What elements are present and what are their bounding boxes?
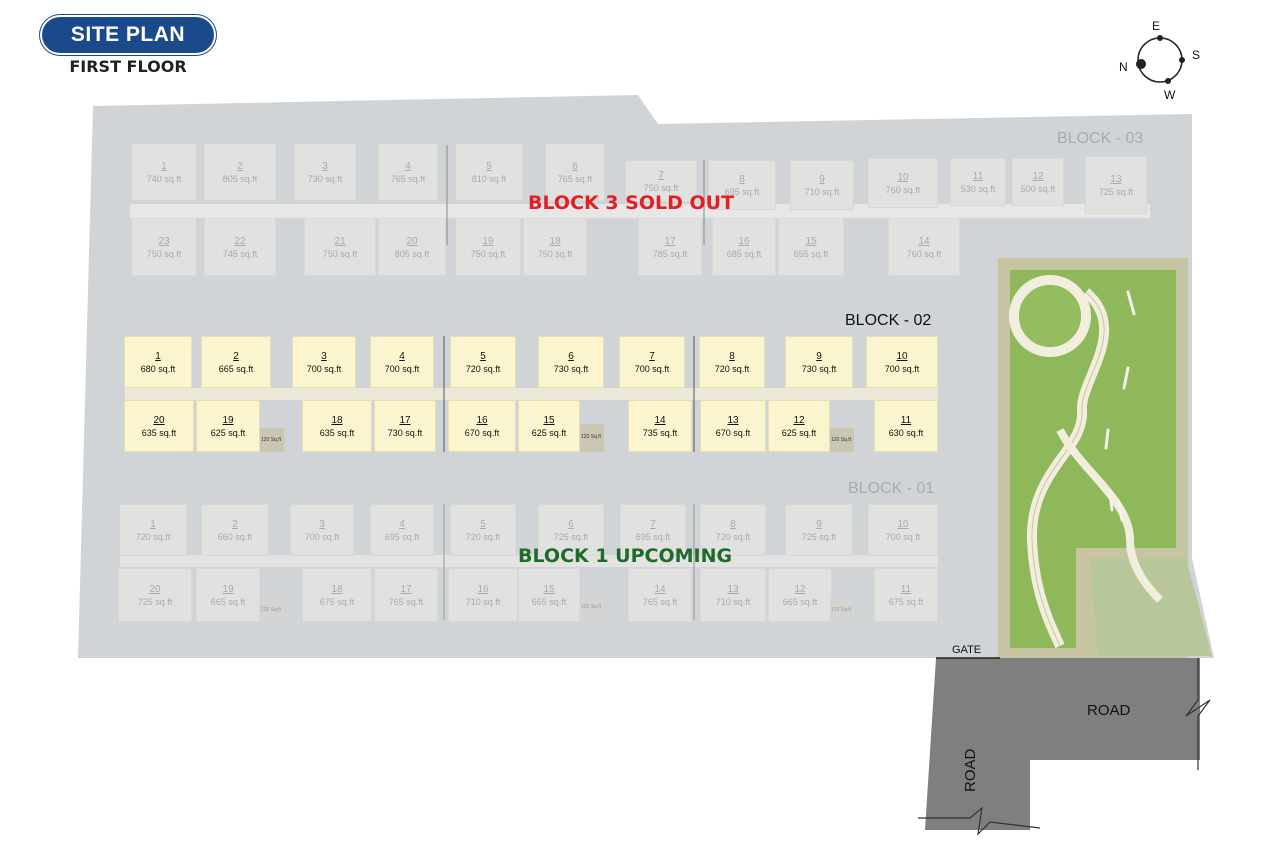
garden-area xyxy=(998,258,1212,658)
road-label-south: ROAD xyxy=(962,748,979,792)
compass-icon xyxy=(1136,35,1185,84)
compass-south-label: S xyxy=(1192,48,1201,62)
block1-utility-room-2: 120 Sq.ft xyxy=(580,594,604,622)
block2-utility-room-1: 120 Sq.ft xyxy=(260,428,284,452)
block2-utility-room-2: 120 Sq.ft xyxy=(580,424,604,452)
block2-utility-room-3: 120 Sq.ft xyxy=(830,428,854,452)
block2-corridor xyxy=(125,388,938,400)
compass-north-label: N xyxy=(1119,60,1128,74)
site-plan-title: SITE PLAN xyxy=(42,17,214,53)
gate-label: GATE xyxy=(952,644,982,656)
compass-east-label: E xyxy=(1152,19,1161,33)
block1-corridor xyxy=(120,555,938,567)
garden-circle xyxy=(1009,275,1091,357)
block1-label: BLOCK - 01 xyxy=(848,480,935,497)
compass-west-label: W xyxy=(1164,88,1176,102)
block1-utility-room-3: 120 Sq.ft xyxy=(830,598,854,622)
block1-utility-room-1: 120 Sq.ft xyxy=(260,598,284,622)
road-label-east: ROAD xyxy=(1087,702,1131,719)
road xyxy=(925,658,1200,830)
floor-subtitle: FIRST FLOOR xyxy=(69,57,187,76)
block2-label: BLOCK - 02 xyxy=(845,312,932,329)
block3-status: BLOCK 3 SOLD OUT xyxy=(528,192,735,214)
block3-label: BLOCK - 03 xyxy=(1057,130,1144,147)
block1-status: BLOCK 1 UPCOMING xyxy=(518,545,733,567)
